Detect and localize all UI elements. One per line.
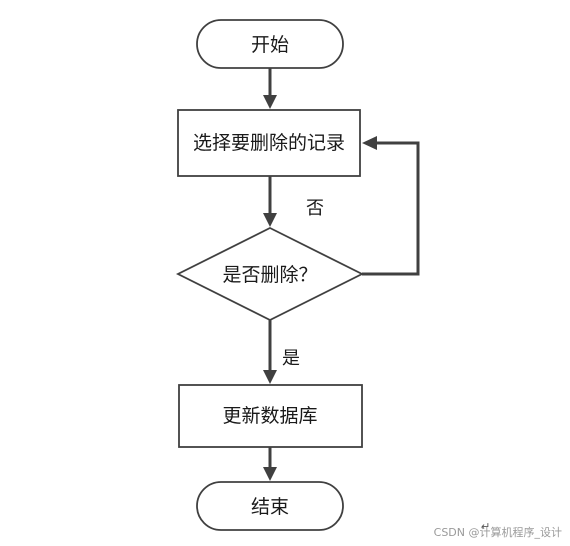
watermark: CSDN @计算机程序_设计 (433, 526, 562, 539)
edge-label-yes: 是 (282, 348, 300, 369)
select-record-box (177, 109, 361, 177)
select-record-label: 选择要删除的记录 (193, 132, 345, 154)
start-label: 开始 (251, 34, 289, 56)
end-label: 结束 (251, 496, 289, 518)
arrowhead-decision-to-update (263, 370, 277, 384)
arrowhead-update-to-end (263, 467, 277, 481)
update-database-label: 更新数据库 (222, 405, 317, 427)
decision-label: 是否删除？ (222, 264, 317, 286)
arrowhead-no-loop-back (362, 136, 377, 150)
update-database-box (178, 384, 363, 448)
end-terminator (196, 481, 344, 531)
edge-label-no: 否 (306, 198, 324, 219)
arrowhead-start-to-select (263, 95, 277, 109)
edge-no-loop-back (362, 141, 420, 276)
paragraph-mark-icon: ↵ (481, 520, 491, 533)
arrowhead-select-to-decision (263, 213, 277, 227)
